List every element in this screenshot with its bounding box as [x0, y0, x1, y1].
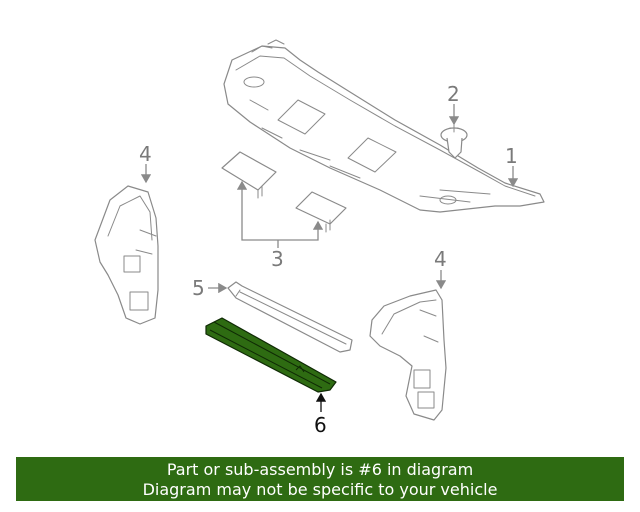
- callout-6: 6: [314, 413, 327, 437]
- callout-3: 3: [271, 247, 284, 271]
- part-1-upper-support: [223, 39, 545, 213]
- part-4-left-air-guide: [94, 185, 159, 325]
- part-3-pads: [221, 151, 347, 233]
- callout-1: 1: [505, 144, 518, 168]
- banner-line-1: Part or sub-assembly is #6 in diagram: [166, 460, 474, 479]
- part-6-lower-deflector: [205, 317, 337, 393]
- part-5-deflector: [227, 281, 353, 353]
- callout-5: 5: [192, 276, 205, 300]
- banner-line-2: Diagram may not be specific to your vehi…: [142, 480, 498, 499]
- part-2-clip: [440, 123, 468, 159]
- leader-lines: [140, 104, 519, 412]
- callout-2: 2: [447, 82, 460, 106]
- callout-4-right: 4: [434, 247, 447, 271]
- callout-4-left: 4: [139, 142, 152, 166]
- callout-labels: 1 2 3 4 4 5 6: [139, 82, 518, 437]
- info-banner: Part or sub-assembly is #6 in diagram Di…: [16, 457, 624, 501]
- part-4-right-air-guide: [369, 289, 447, 421]
